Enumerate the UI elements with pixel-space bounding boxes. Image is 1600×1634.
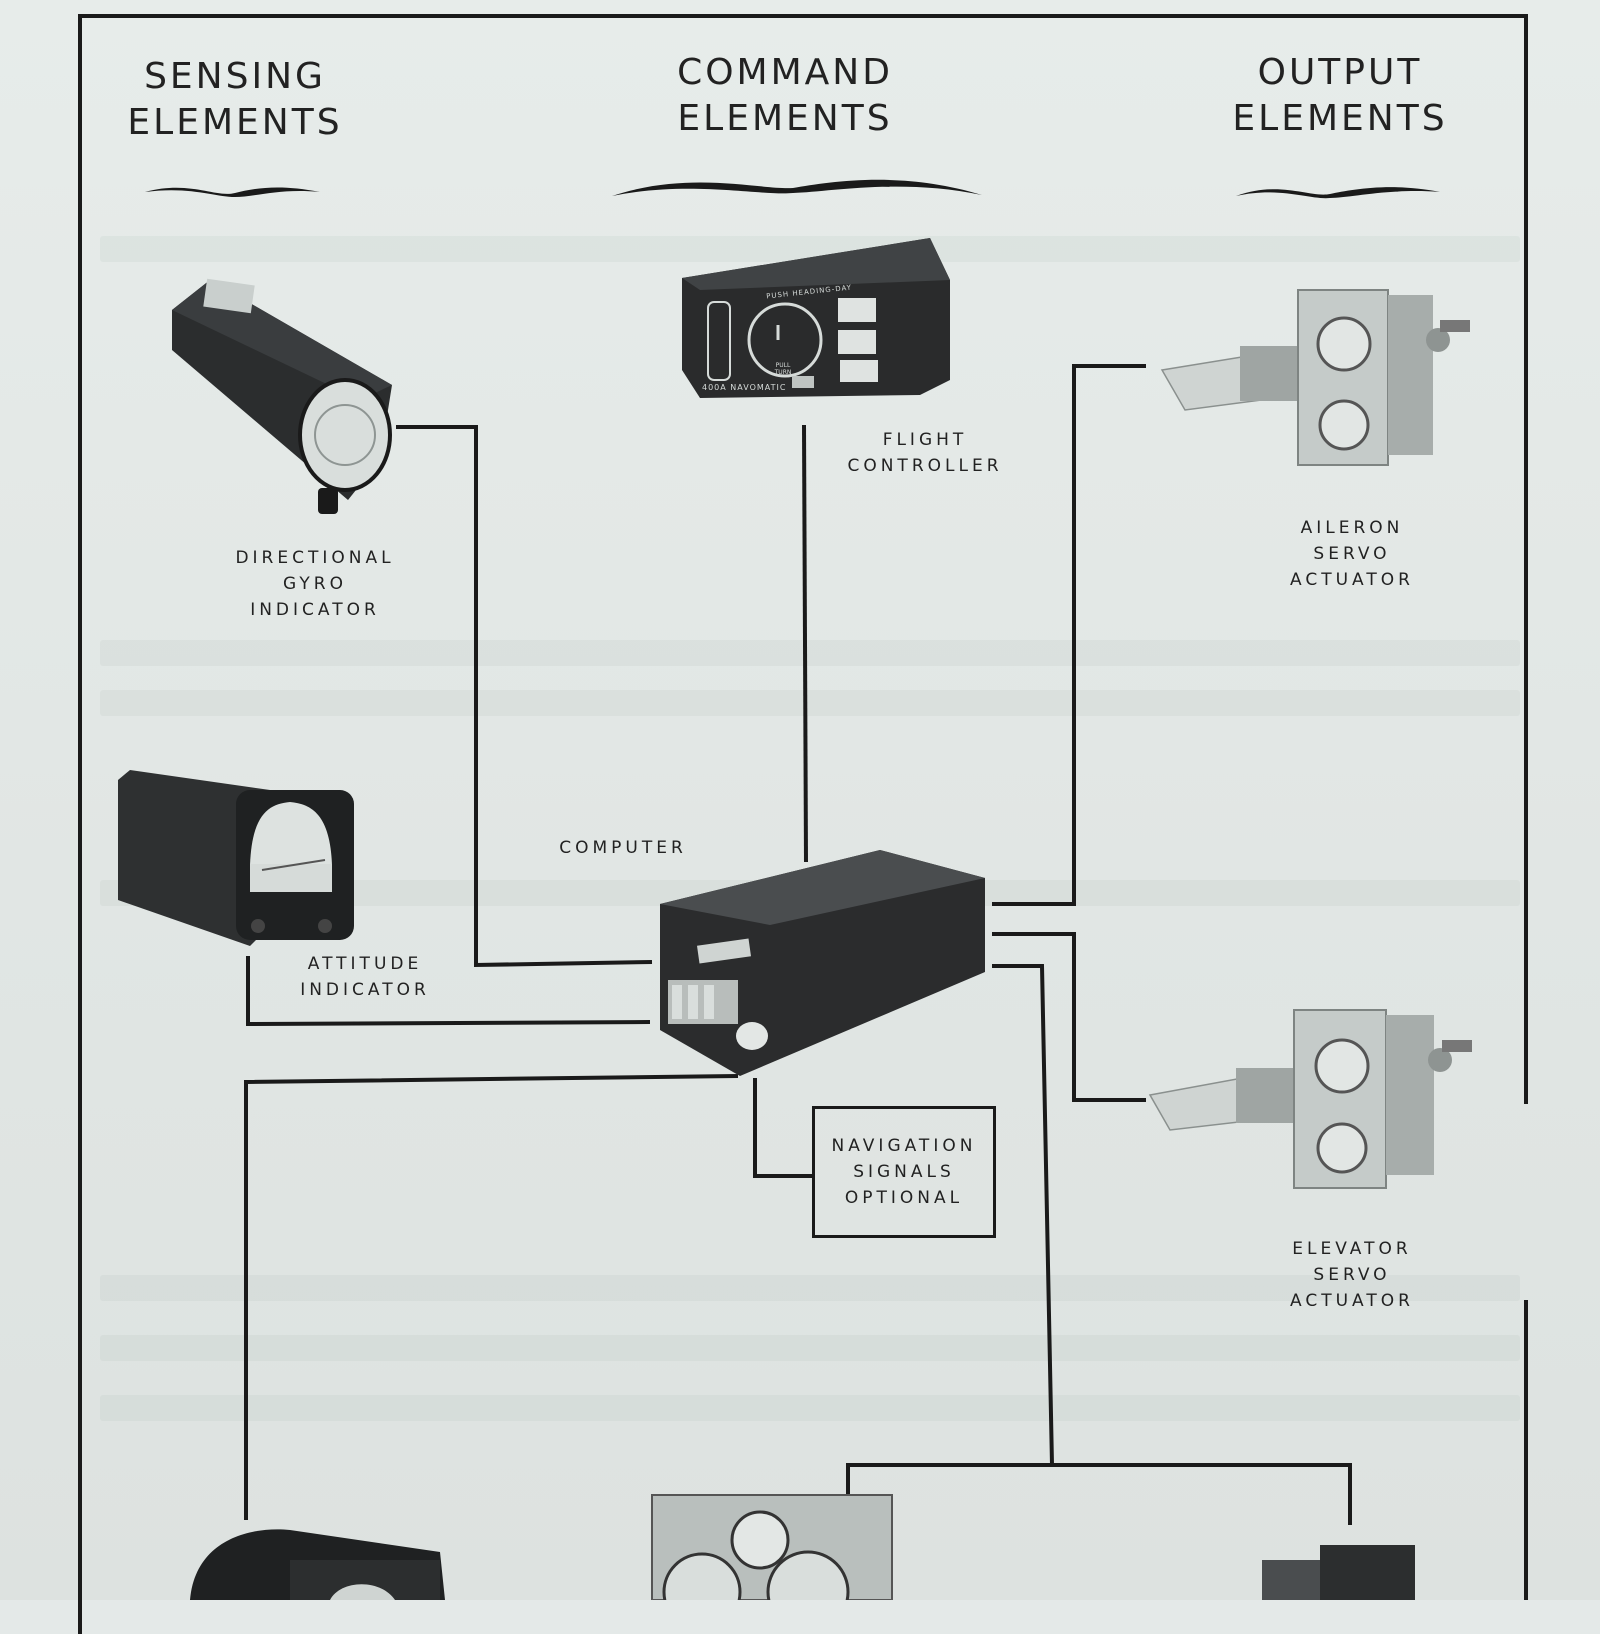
diagram-frame bbox=[78, 14, 1524, 1634]
caption-computer-line1: COMPUTER bbox=[559, 838, 687, 858]
aileron-servo-device bbox=[1160, 289, 1470, 466]
header-output-elements: OUTPUT ELEMENTS bbox=[1210, 50, 1470, 142]
wire-flight-controller-computer bbox=[802, 424, 808, 863]
wire-gyro-computer bbox=[396, 425, 653, 968]
flight-controller-knob-label: PULL TURN bbox=[774, 362, 792, 376]
caption-directional-gyro-line3: INDICATOR bbox=[250, 600, 380, 620]
computer-device bbox=[660, 850, 985, 1076]
directional-gyro-device bbox=[172, 278, 392, 514]
flight-controller-device bbox=[682, 238, 950, 398]
elevator-servo-device bbox=[1148, 1009, 1472, 1189]
caption-computer: COMPUTER bbox=[548, 835, 698, 861]
wire-attitude-computer bbox=[246, 956, 651, 1027]
header-command-line2: ELEMENTS bbox=[677, 98, 893, 139]
flourish-output bbox=[1236, 187, 1440, 199]
header-sensing-line2: ELEMENTS bbox=[127, 102, 343, 143]
navigation-signals-box: NAVIGATION SIGNALS OPTIONAL bbox=[812, 1106, 996, 1238]
bottom-left-device bbox=[190, 1529, 445, 1600]
diagram-frame-right-edge bbox=[1524, 14, 1528, 1104]
caption-attitude-line1: ATTITUDE bbox=[307, 954, 423, 974]
header-sensing-line1: SENSING bbox=[144, 56, 326, 97]
caption-elevator-line2: SERVO bbox=[1313, 1265, 1391, 1285]
wire-computer-elevator bbox=[992, 932, 1146, 1102]
bottom-right-device bbox=[1262, 1545, 1415, 1600]
flight-controller-brand: 400A NAVOMATIC bbox=[702, 383, 787, 392]
navigation-line3: OPTIONAL bbox=[844, 1188, 964, 1208]
caption-elevator-line3: ACTUATOR bbox=[1290, 1291, 1414, 1311]
caption-attitude-indicator: ATTITUDE INDICATOR bbox=[290, 951, 440, 1003]
caption-aileron-line1: AILERON bbox=[1300, 518, 1404, 538]
caption-directional-gyro-line1: DIRECTIONAL bbox=[235, 548, 395, 568]
caption-directional-gyro: DIRECTIONAL GYRO INDICATOR bbox=[210, 545, 420, 623]
attitude-indicator-device bbox=[118, 770, 354, 946]
caption-flight-controller-line2: CONTROLLER bbox=[847, 456, 1003, 476]
navigation-line1: NAVIGATION bbox=[831, 1136, 977, 1156]
flourish-sensing bbox=[145, 187, 320, 197]
caption-directional-gyro-line2: GYRO bbox=[283, 574, 347, 594]
caption-aileron-servo: AILERON SERVO ACTUATOR bbox=[1262, 515, 1442, 593]
caption-elevator-line1: ELEVATOR bbox=[1292, 1239, 1412, 1259]
caption-elevator-servo: ELEVATOR SERVO ACTUATOR bbox=[1262, 1236, 1442, 1314]
wire-computer-aileron bbox=[992, 364, 1146, 906]
header-output-line2: ELEMENTS bbox=[1232, 98, 1448, 139]
diagram-svg bbox=[118, 179, 1472, 1600]
wire-computer-navigation bbox=[753, 1078, 812, 1178]
caption-flight-controller: FLIGHT CONTROLLER bbox=[840, 427, 1010, 479]
caption-flight-controller-line1: FLIGHT bbox=[882, 430, 968, 450]
wire-computer-lower-left bbox=[244, 1074, 739, 1520]
header-command-elements: COMMAND ELEMENTS bbox=[650, 50, 920, 142]
navigation-line2: SIGNALS bbox=[853, 1162, 955, 1182]
bottom-center-device bbox=[651, 1494, 893, 1600]
caption-aileron-line3: ACTUATOR bbox=[1290, 570, 1414, 590]
header-output-line1: OUTPUT bbox=[1257, 52, 1423, 93]
header-sensing-elements: SENSING ELEMENTS bbox=[110, 54, 360, 146]
header-command-line1: COMMAND bbox=[677, 52, 893, 93]
caption-attitude-line2: INDICATOR bbox=[300, 980, 430, 1000]
caption-aileron-line2: SERVO bbox=[1313, 544, 1391, 564]
flourish-command bbox=[612, 179, 982, 196]
diagram-frame-right-edge-lower bbox=[1524, 1300, 1528, 1600]
